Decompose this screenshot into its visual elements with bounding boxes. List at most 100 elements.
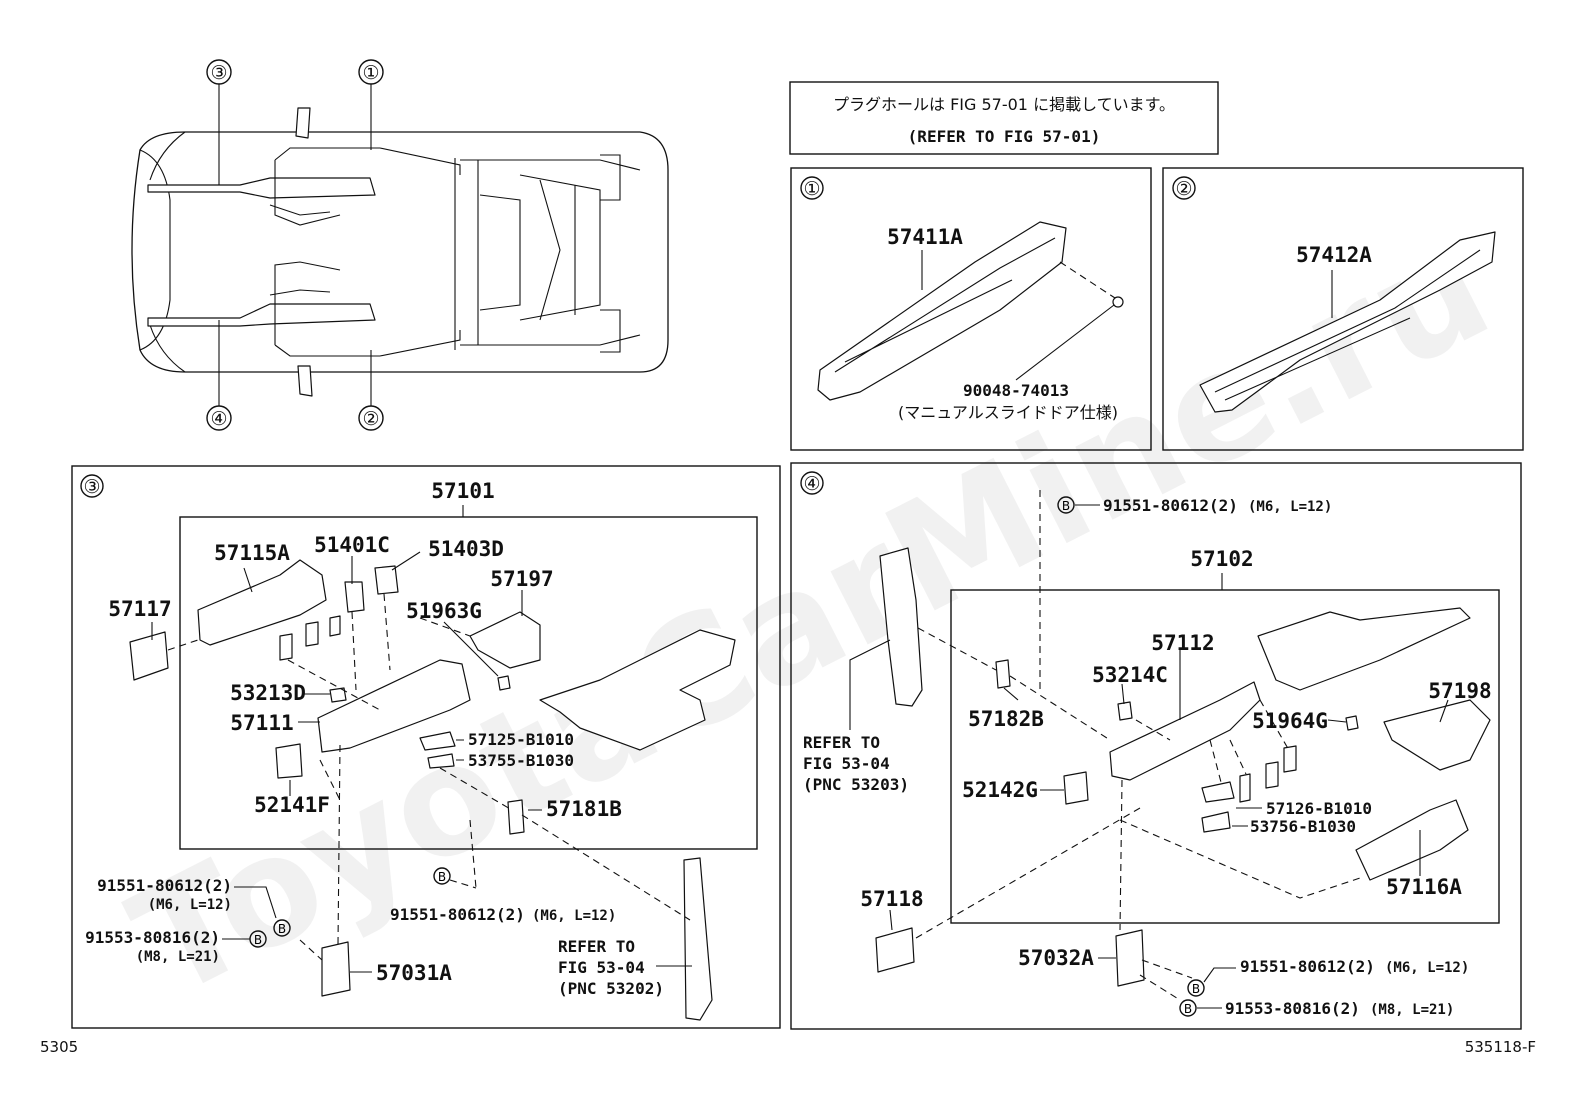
- label-57112[interactable]: 57112: [1151, 631, 1214, 655]
- part-57118-shape[interactable]: [875, 927, 915, 973]
- label-m6-l12-b: (M6, L=12): [532, 908, 616, 924]
- label-57117[interactable]: 57117: [108, 597, 171, 621]
- label-53214c[interactable]: 53214C: [1092, 663, 1168, 687]
- part-57125-shape[interactable]: [419, 731, 456, 751]
- label-53755-b1030[interactable]: 53755-B1030: [468, 751, 574, 770]
- part-57117-shape[interactable]: [129, 631, 169, 681]
- label-m6-l12-p4: (M6, L=12): [1385, 960, 1469, 976]
- label-52142g[interactable]: 52142G: [962, 778, 1038, 802]
- bolt-marker-b3-label: B: [438, 870, 446, 884]
- label-57101[interactable]: 57101: [431, 479, 494, 503]
- refer4-line-2[interactable]: FIG 53-04: [803, 754, 890, 773]
- label-91551-80612-top[interactable]: 91551-80612(2): [1103, 496, 1238, 515]
- bolt-marker-p4-b1[interactable]: [1187, 979, 1205, 997]
- label-57118[interactable]: 57118: [860, 887, 923, 911]
- panel-2-label: ②: [1175, 178, 1192, 200]
- refer-line-3: (PNC 53202): [558, 979, 664, 998]
- part-57111-shape[interactable]: [317, 659, 471, 753]
- refer-line-2[interactable]: FIG 53-04: [558, 958, 645, 977]
- panel-4: ④ 57102 B 91551-80612(2) (M6, L=12): [790, 462, 1522, 1030]
- part-52142g-shape[interactable]: [1063, 771, 1089, 805]
- bolt-marker-b1[interactable]: [273, 919, 291, 937]
- label-91551-80612-a[interactable]: 91551-80612(2): [97, 876, 232, 895]
- label-57198[interactable]: 57198: [1428, 679, 1491, 703]
- part-57112-shape[interactable]: [1109, 681, 1261, 781]
- label-57412a[interactable]: 57412A: [1296, 243, 1372, 267]
- overview-callout-4[interactable]: ④: [206, 320, 232, 431]
- label-91551-80612-p4[interactable]: 91551-80612(2): [1240, 957, 1375, 976]
- label-90048-74013[interactable]: 90048-74013: [963, 381, 1069, 400]
- overview-callout-3[interactable]: ③: [206, 59, 232, 185]
- overview-callout-2[interactable]: ②: [358, 350, 384, 431]
- refer4-line-1: REFER TO: [803, 733, 880, 752]
- label-57411a[interactable]: 57411A: [887, 225, 963, 249]
- callout-1-label: ①: [362, 62, 379, 84]
- part-57182b-shape[interactable]: [995, 659, 1011, 689]
- part-52141f-shape[interactable]: [275, 743, 303, 779]
- part-57031a-shape[interactable]: [321, 941, 351, 997]
- part-53214c-shape[interactable]: [1117, 701, 1133, 721]
- part-57032a-shape[interactable]: [1115, 929, 1145, 987]
- part-57116a-shape[interactable]: [1355, 799, 1469, 881]
- label-57031a[interactable]: 57031A: [376, 961, 452, 985]
- callout-2-label: ②: [362, 408, 379, 430]
- part-small-brackets-shape: [279, 615, 341, 661]
- bolt-marker-b3[interactable]: [433, 867, 451, 885]
- part-57198-shape[interactable]: [1383, 699, 1491, 771]
- part-57197-shape[interactable]: [469, 611, 541, 669]
- part-57126-shape[interactable]: [1201, 781, 1235, 803]
- bolt-marker-p4-b2[interactable]: [1179, 999, 1197, 1017]
- label-57181b[interactable]: 57181B: [546, 797, 622, 821]
- label-91553-80816-a[interactable]: 91553-80816(2): [85, 928, 220, 947]
- part-small-plates-shape: [1239, 745, 1297, 803]
- callout-4-label: ④: [210, 408, 227, 430]
- bolt-marker-top[interactable]: [1057, 496, 1075, 514]
- label-52141f[interactable]: 52141F: [254, 793, 330, 817]
- bolt-marker-p4-b1-label: B: [1192, 982, 1200, 996]
- refer-line-1: REFER TO: [558, 937, 635, 956]
- part-57115a-shape[interactable]: [197, 559, 327, 646]
- label-51964g[interactable]: 51964G: [1252, 709, 1328, 733]
- part-51403d-shape[interactable]: [374, 565, 399, 595]
- part-51963g-shape[interactable]: [497, 675, 511, 691]
- overview-callout-1[interactable]: ①: [358, 59, 384, 150]
- panel-1-label: ①: [803, 178, 820, 200]
- label-53756-b1030[interactable]: 53756-B1030: [1250, 817, 1356, 836]
- label-57116a[interactable]: 57116A: [1386, 875, 1462, 899]
- part-pillar-53203-shape[interactable]: [879, 547, 923, 707]
- part-rear-member-shape[interactable]: [539, 629, 736, 751]
- panel-2: ② 57412A: [1162, 167, 1524, 451]
- label-57197[interactable]: 57197: [490, 567, 553, 591]
- part-57412a-shape[interactable]: [1199, 231, 1496, 413]
- refer4-line-3: (PNC 53203): [803, 775, 909, 794]
- part-front-rail-shape[interactable]: [1257, 607, 1471, 691]
- bolt-marker-b2[interactable]: [249, 930, 267, 948]
- part-pillar-53202-shape[interactable]: [683, 857, 713, 1021]
- part-57411a-shape[interactable]: [817, 221, 1067, 401]
- label-57111[interactable]: 57111: [230, 711, 293, 735]
- label-57182b[interactable]: 57182B: [968, 707, 1044, 731]
- label-51403d[interactable]: 51403D: [428, 537, 504, 561]
- plug-hole[interactable]: [1112, 296, 1124, 308]
- label-91551-80612-b[interactable]: 91551-80612(2): [390, 905, 525, 924]
- label-51963g[interactable]: 51963G: [406, 599, 482, 623]
- label-51401c[interactable]: 51401C: [314, 533, 390, 557]
- part-51964g-shape[interactable]: [1345, 715, 1359, 731]
- label-57125-b1010[interactable]: 57125-B1010: [468, 730, 574, 749]
- label-57115a[interactable]: 57115A: [214, 541, 290, 565]
- part-53756-shape[interactable]: [1201, 811, 1231, 833]
- label-57102[interactable]: 57102: [1190, 547, 1253, 571]
- part-57181b-shape[interactable]: [507, 799, 525, 835]
- label-57032a[interactable]: 57032A: [1018, 946, 1094, 970]
- part-53755-shape[interactable]: [427, 753, 455, 769]
- note-box: プラグホールは FIG 57-01 に掲載しています。 (REFER TO FI…: [789, 81, 1219, 155]
- callout-3-label: ③: [210, 62, 227, 84]
- note-line-1: プラグホールは FIG 57-01 に掲載しています。: [833, 95, 1175, 114]
- label-91553-80816-p4[interactable]: 91553-80816(2): [1225, 999, 1360, 1018]
- part-53213d-shape[interactable]: [329, 687, 347, 703]
- label-53213d[interactable]: 53213D: [230, 681, 306, 705]
- part-51401c-shape[interactable]: [344, 581, 365, 613]
- label-57126-b1010[interactable]: 57126-B1010: [1266, 799, 1372, 818]
- note-line-2: (REFER TO FIG 57-01): [908, 127, 1101, 146]
